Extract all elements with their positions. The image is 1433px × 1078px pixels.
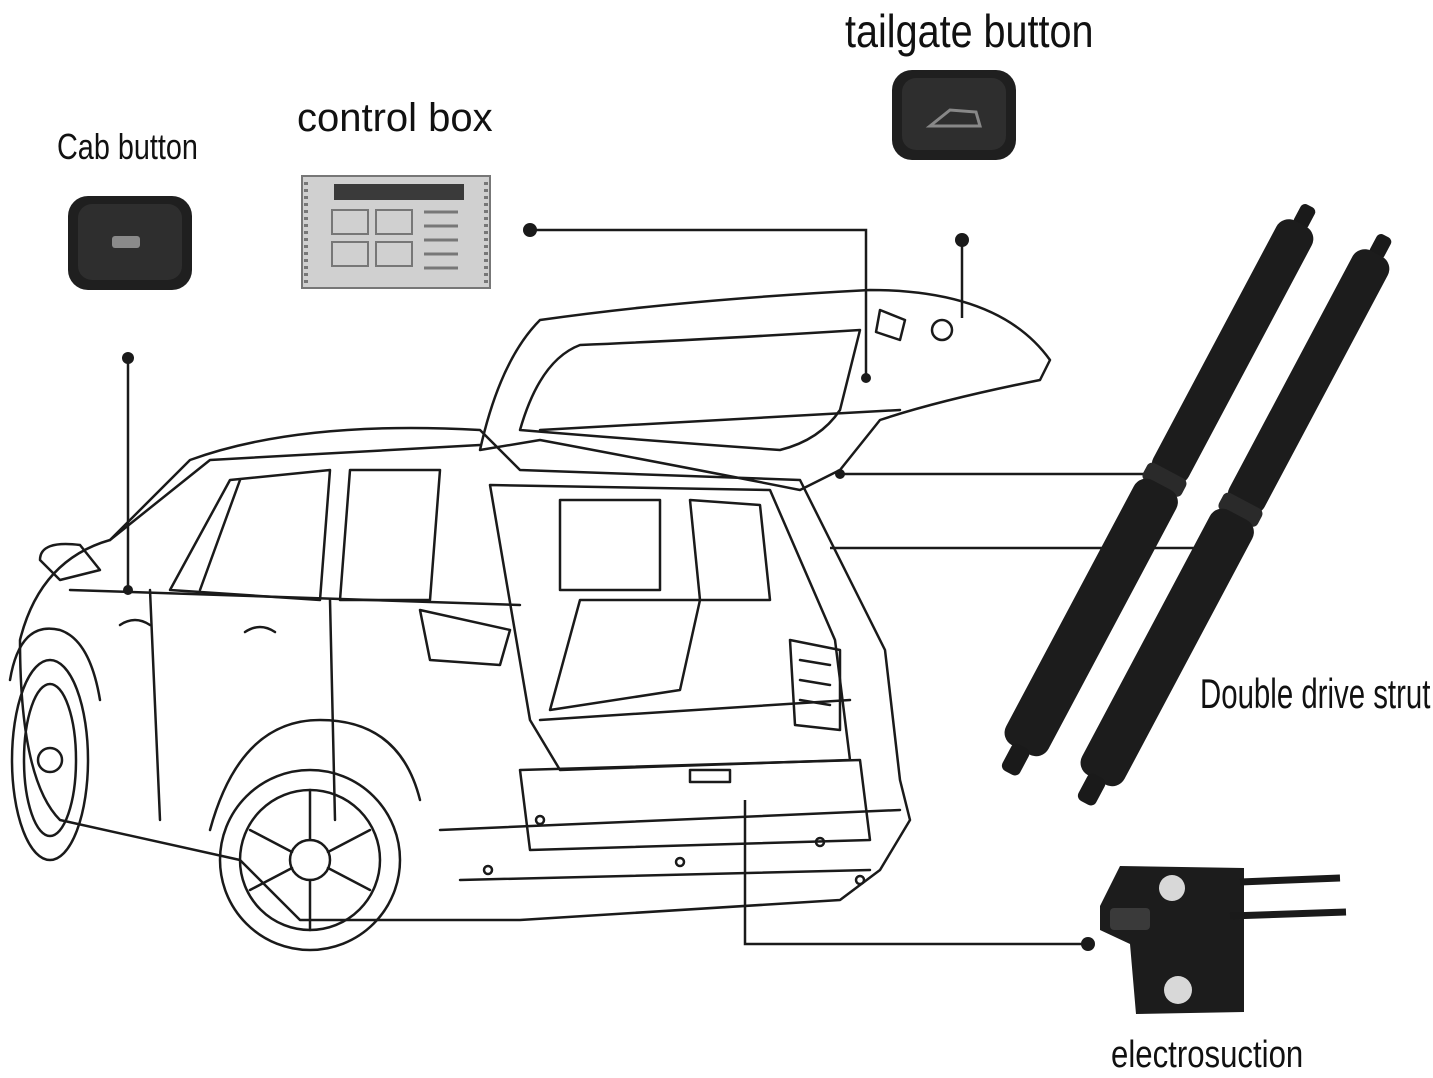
control-box-label: control box <box>297 96 493 140</box>
electrosuction-label: electrosuction <box>1111 1034 1304 1076</box>
tailgate-button-icon <box>892 70 1016 160</box>
control-box-icon <box>301 175 491 289</box>
cab-button-icon <box>68 196 192 290</box>
cab-button-label: Cab button <box>57 126 198 167</box>
leader-lines <box>126 228 1204 946</box>
suv-line-drawing <box>8 288 1052 952</box>
electrosuction-latch-icon <box>1100 866 1347 1014</box>
leader-dots <box>122 223 1095 951</box>
strut-icon <box>1001 204 1392 806</box>
double-drive-strut-label: Double drive strut <box>1200 670 1431 717</box>
tailgate-button-label: tailgate button <box>845 5 1094 57</box>
